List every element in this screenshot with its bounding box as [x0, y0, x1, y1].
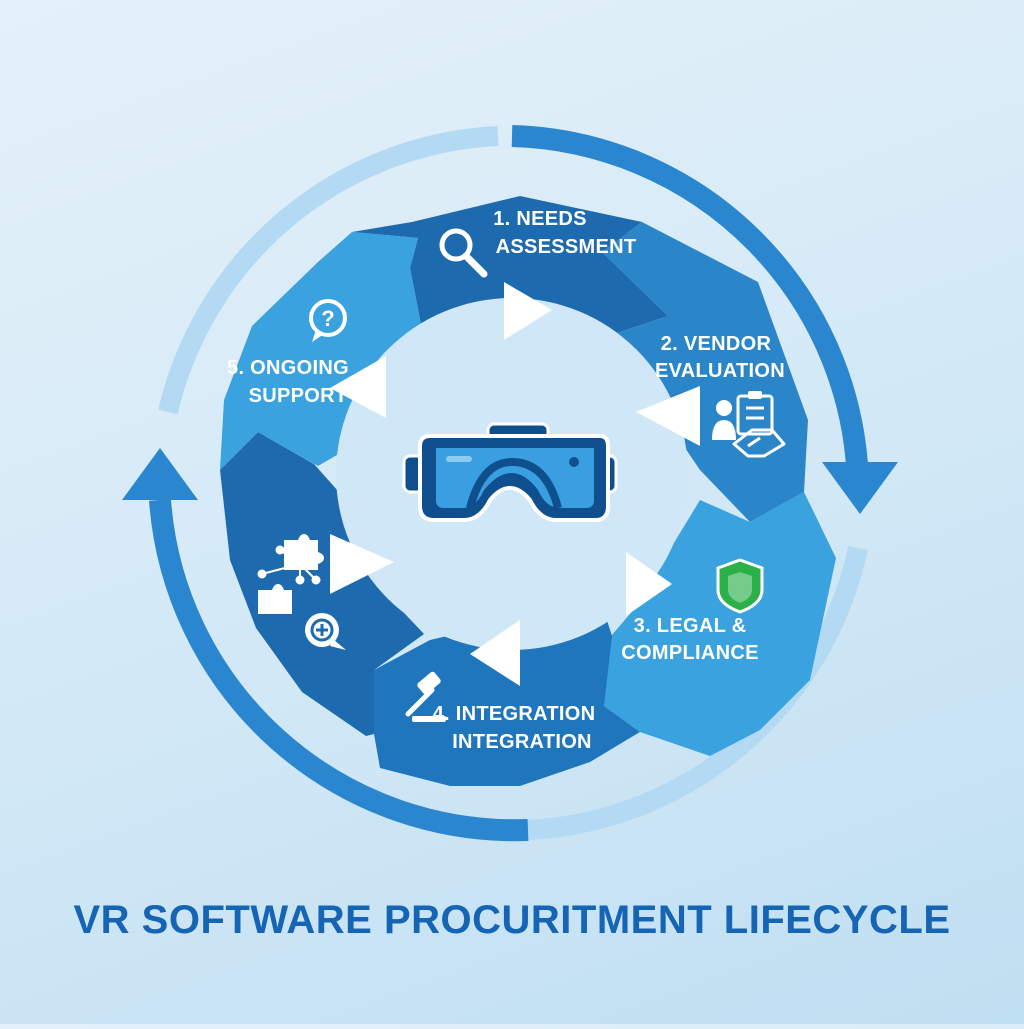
outer-arc-top-left — [158, 126, 499, 415]
diagram-title: VR SOFTWARE PROCURITMENT LIFECYCLE — [73, 898, 951, 942]
outer-arrowhead-left — [122, 448, 198, 500]
flow-arrow-4 — [470, 620, 520, 686]
stage-label-1: 1. NEEDS ASSESSMENT — [493, 208, 636, 258]
stage-2-line2: EVALUATION — [655, 360, 785, 382]
handshake-checklist-icon — [712, 391, 786, 458]
stage-label-5: 5. ONGOING SUPPORT — [227, 357, 349, 407]
outer-arrowhead-right — [822, 462, 898, 514]
add-chat-icon — [305, 613, 346, 650]
stage-label-2: 2. VENDOR EVALUATION — [655, 333, 785, 382]
stage-label-3: 3. LEGAL & COMPLIANCE — [621, 615, 758, 664]
stage-5-line2: SUPPORT — [249, 385, 348, 407]
flow-arrow-3 — [626, 552, 672, 616]
segment-needs-assessment — [352, 196, 668, 340]
question-bubble-icon: ? — [309, 299, 347, 342]
gavel-icon — [405, 671, 446, 722]
stage-5-line1: 5. ONGOING — [227, 357, 349, 379]
segment-vendor-evaluation — [602, 222, 808, 522]
flow-arrows — [330, 282, 700, 686]
stage-1-line2: ASSESSMENT — [496, 236, 637, 258]
puzzle-network-icon — [257, 534, 324, 614]
outer-arc-top-right — [511, 125, 869, 489]
svg-text:?: ? — [321, 306, 334, 331]
flow-arrow-1 — [504, 282, 552, 340]
stage-3-line2: COMPLIANCE — [621, 642, 758, 664]
stage-4-line2: INTEGRATION — [452, 731, 592, 753]
stage-1-line1: 1. NEEDS — [493, 208, 587, 230]
outer-arc-bottom-right — [527, 545, 868, 840]
segment-legal-compliance — [604, 492, 836, 756]
segment-ongoing-support — [220, 232, 424, 470]
flow-arrow-6 — [330, 356, 386, 418]
outer-cycle-ring — [122, 125, 898, 842]
stage-3-line1: 3. LEGAL & — [634, 615, 747, 637]
stage-2-line1: 2. VENDOR — [661, 333, 772, 355]
outer-arc-bottom-left — [149, 499, 529, 842]
flow-arrow-2 — [636, 386, 700, 446]
vr-headset-icon — [402, 422, 618, 522]
segment-puzzle — [220, 432, 424, 736]
shield-icon — [716, 558, 764, 614]
stage-4-line1: 4. INTEGRATION — [433, 703, 596, 725]
stage-label-4: 4. INTEGRATION INTEGRATION — [433, 703, 596, 753]
flow-arrow-5 — [330, 534, 394, 594]
magnifier-icon — [439, 228, 488, 278]
